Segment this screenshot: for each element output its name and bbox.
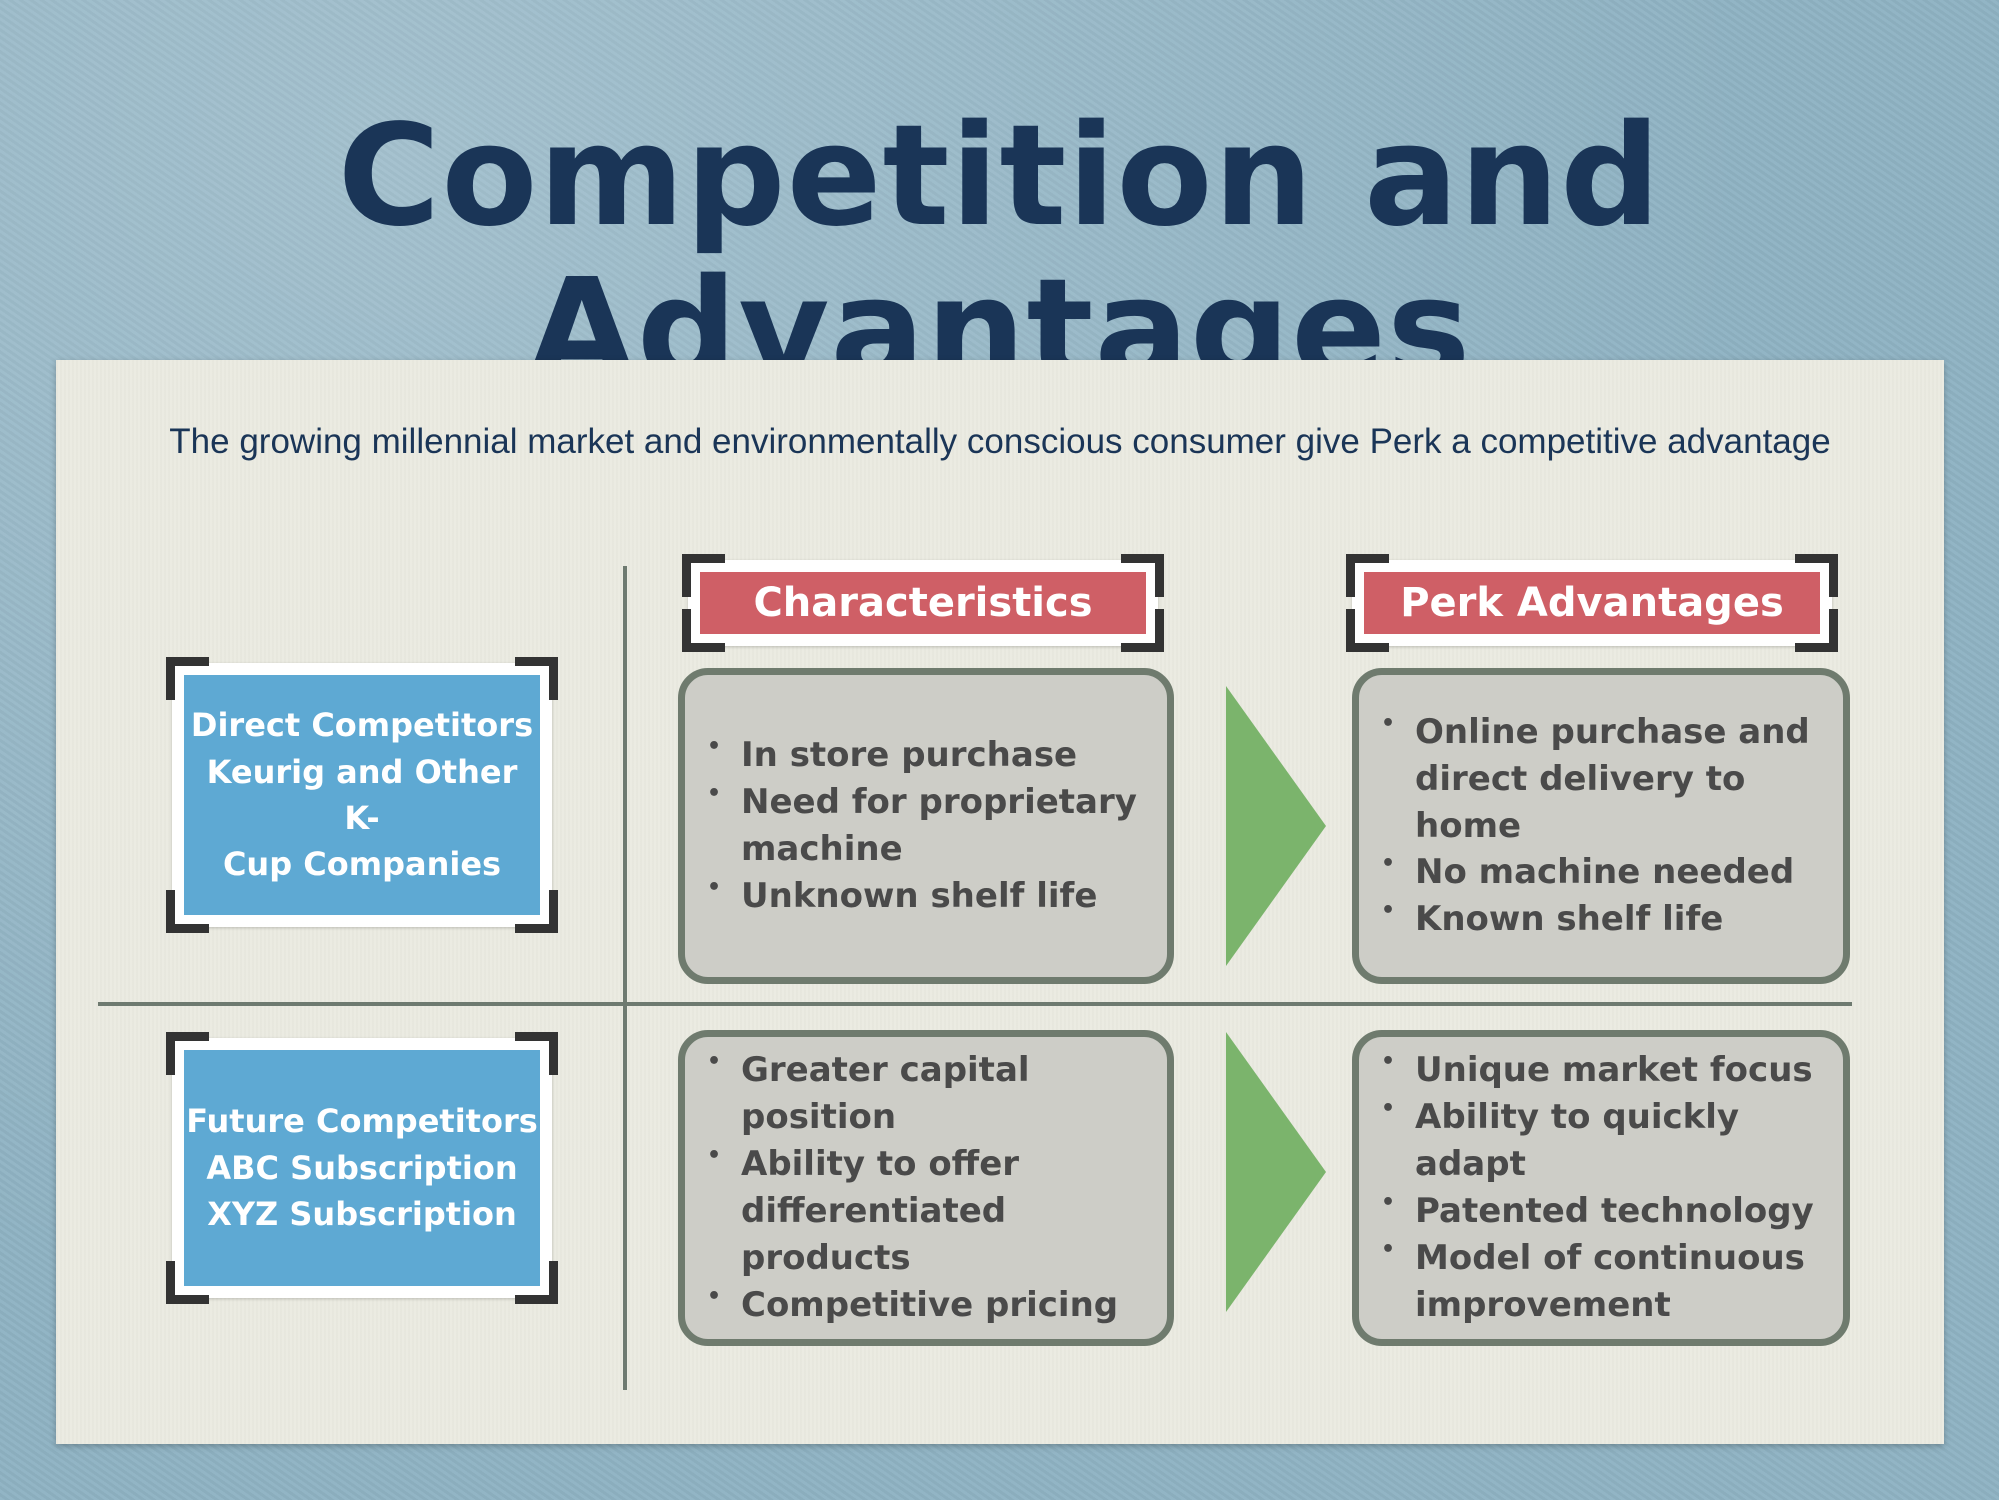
photo-corner xyxy=(166,657,209,700)
row2-characteristics-panel: Greater capital position Ability to offe… xyxy=(678,1030,1174,1346)
competitor-line: Direct Competitors xyxy=(190,706,534,745)
competitor-line: XYZ Subscription xyxy=(207,1195,517,1234)
arrow-shape xyxy=(1226,686,1326,966)
row1-advantages-panel: Online purchase and direct delivery to h… xyxy=(1352,668,1850,984)
photo-corner xyxy=(1346,554,1389,597)
photo-corner xyxy=(1121,554,1164,597)
photo-corner xyxy=(515,1261,558,1304)
list-item: Greater capital position xyxy=(705,1047,1147,1141)
characteristics-header-label: Characteristics xyxy=(700,572,1146,634)
future-competitors-box: Future Competitors ABC Subscription XYZ … xyxy=(166,1032,558,1304)
photo-corner xyxy=(1121,609,1164,652)
list-item: Unknown shelf life xyxy=(705,873,1147,920)
competitor-line: Cup Companies xyxy=(222,845,502,884)
competitor-line: Keurig and Other K- xyxy=(206,752,518,837)
photo-corner xyxy=(515,657,558,700)
list-item: Ability to quickly adapt xyxy=(1379,1094,1823,1188)
photo-corner xyxy=(682,554,725,597)
subtitle: The growing millennial market and enviro… xyxy=(169,422,1831,461)
list-item: Model of continuous improvement xyxy=(1379,1235,1823,1329)
list-item: Need for proprietary machine xyxy=(705,779,1147,873)
competitor-line: ABC Subscription xyxy=(206,1148,518,1187)
photo-corner xyxy=(166,1032,209,1075)
photo-corner xyxy=(682,609,725,652)
competitor-line: Future Competitors xyxy=(186,1102,538,1141)
future-competitors-label: Future Competitors ABC Subscription XYZ … xyxy=(184,1050,540,1286)
list-item: Competitive pricing xyxy=(705,1282,1147,1329)
row1-characteristics-panel: In store purchase Need for proprietary m… xyxy=(678,668,1174,984)
advantages-header-label: Perk Advantages xyxy=(1364,572,1820,634)
content-paper: The growing millennial market and enviro… xyxy=(56,360,1944,1444)
horizontal-divider xyxy=(98,1002,1852,1006)
photo-corner xyxy=(515,890,558,933)
list-item: Patented technology xyxy=(1379,1188,1823,1235)
row2-arrow-icon xyxy=(1226,1032,1326,1312)
list-item: Online purchase and direct delivery to h… xyxy=(1379,709,1823,850)
page-title: Competition and Advantages xyxy=(337,95,1662,412)
photo-corner xyxy=(166,1261,209,1304)
photo-corner xyxy=(1795,554,1838,597)
photo-corner xyxy=(515,1032,558,1075)
row2-advantages-panel: Unique market focus Ability to quickly a… xyxy=(1352,1030,1850,1346)
photo-corner xyxy=(166,890,209,933)
row1-arrow-icon xyxy=(1226,686,1326,966)
direct-competitors-box: Direct Competitors Keurig and Other K- C… xyxy=(166,657,558,933)
advantages-header: Perk Advantages xyxy=(1346,554,1838,652)
vertical-divider xyxy=(623,566,627,1390)
list-item: No machine needed xyxy=(1379,849,1823,896)
list-item: In store purchase xyxy=(705,732,1147,779)
arrow-shape xyxy=(1226,1032,1326,1312)
list-item: Ability to offer differentiated products xyxy=(705,1141,1147,1282)
photo-corner xyxy=(1795,609,1838,652)
photo-corner xyxy=(1346,609,1389,652)
characteristics-header: Characteristics xyxy=(682,554,1164,652)
list-item: Known shelf life xyxy=(1379,896,1823,943)
list-item: Unique market focus xyxy=(1379,1047,1823,1094)
direct-competitors-label: Direct Competitors Keurig and Other K- C… xyxy=(184,675,540,915)
